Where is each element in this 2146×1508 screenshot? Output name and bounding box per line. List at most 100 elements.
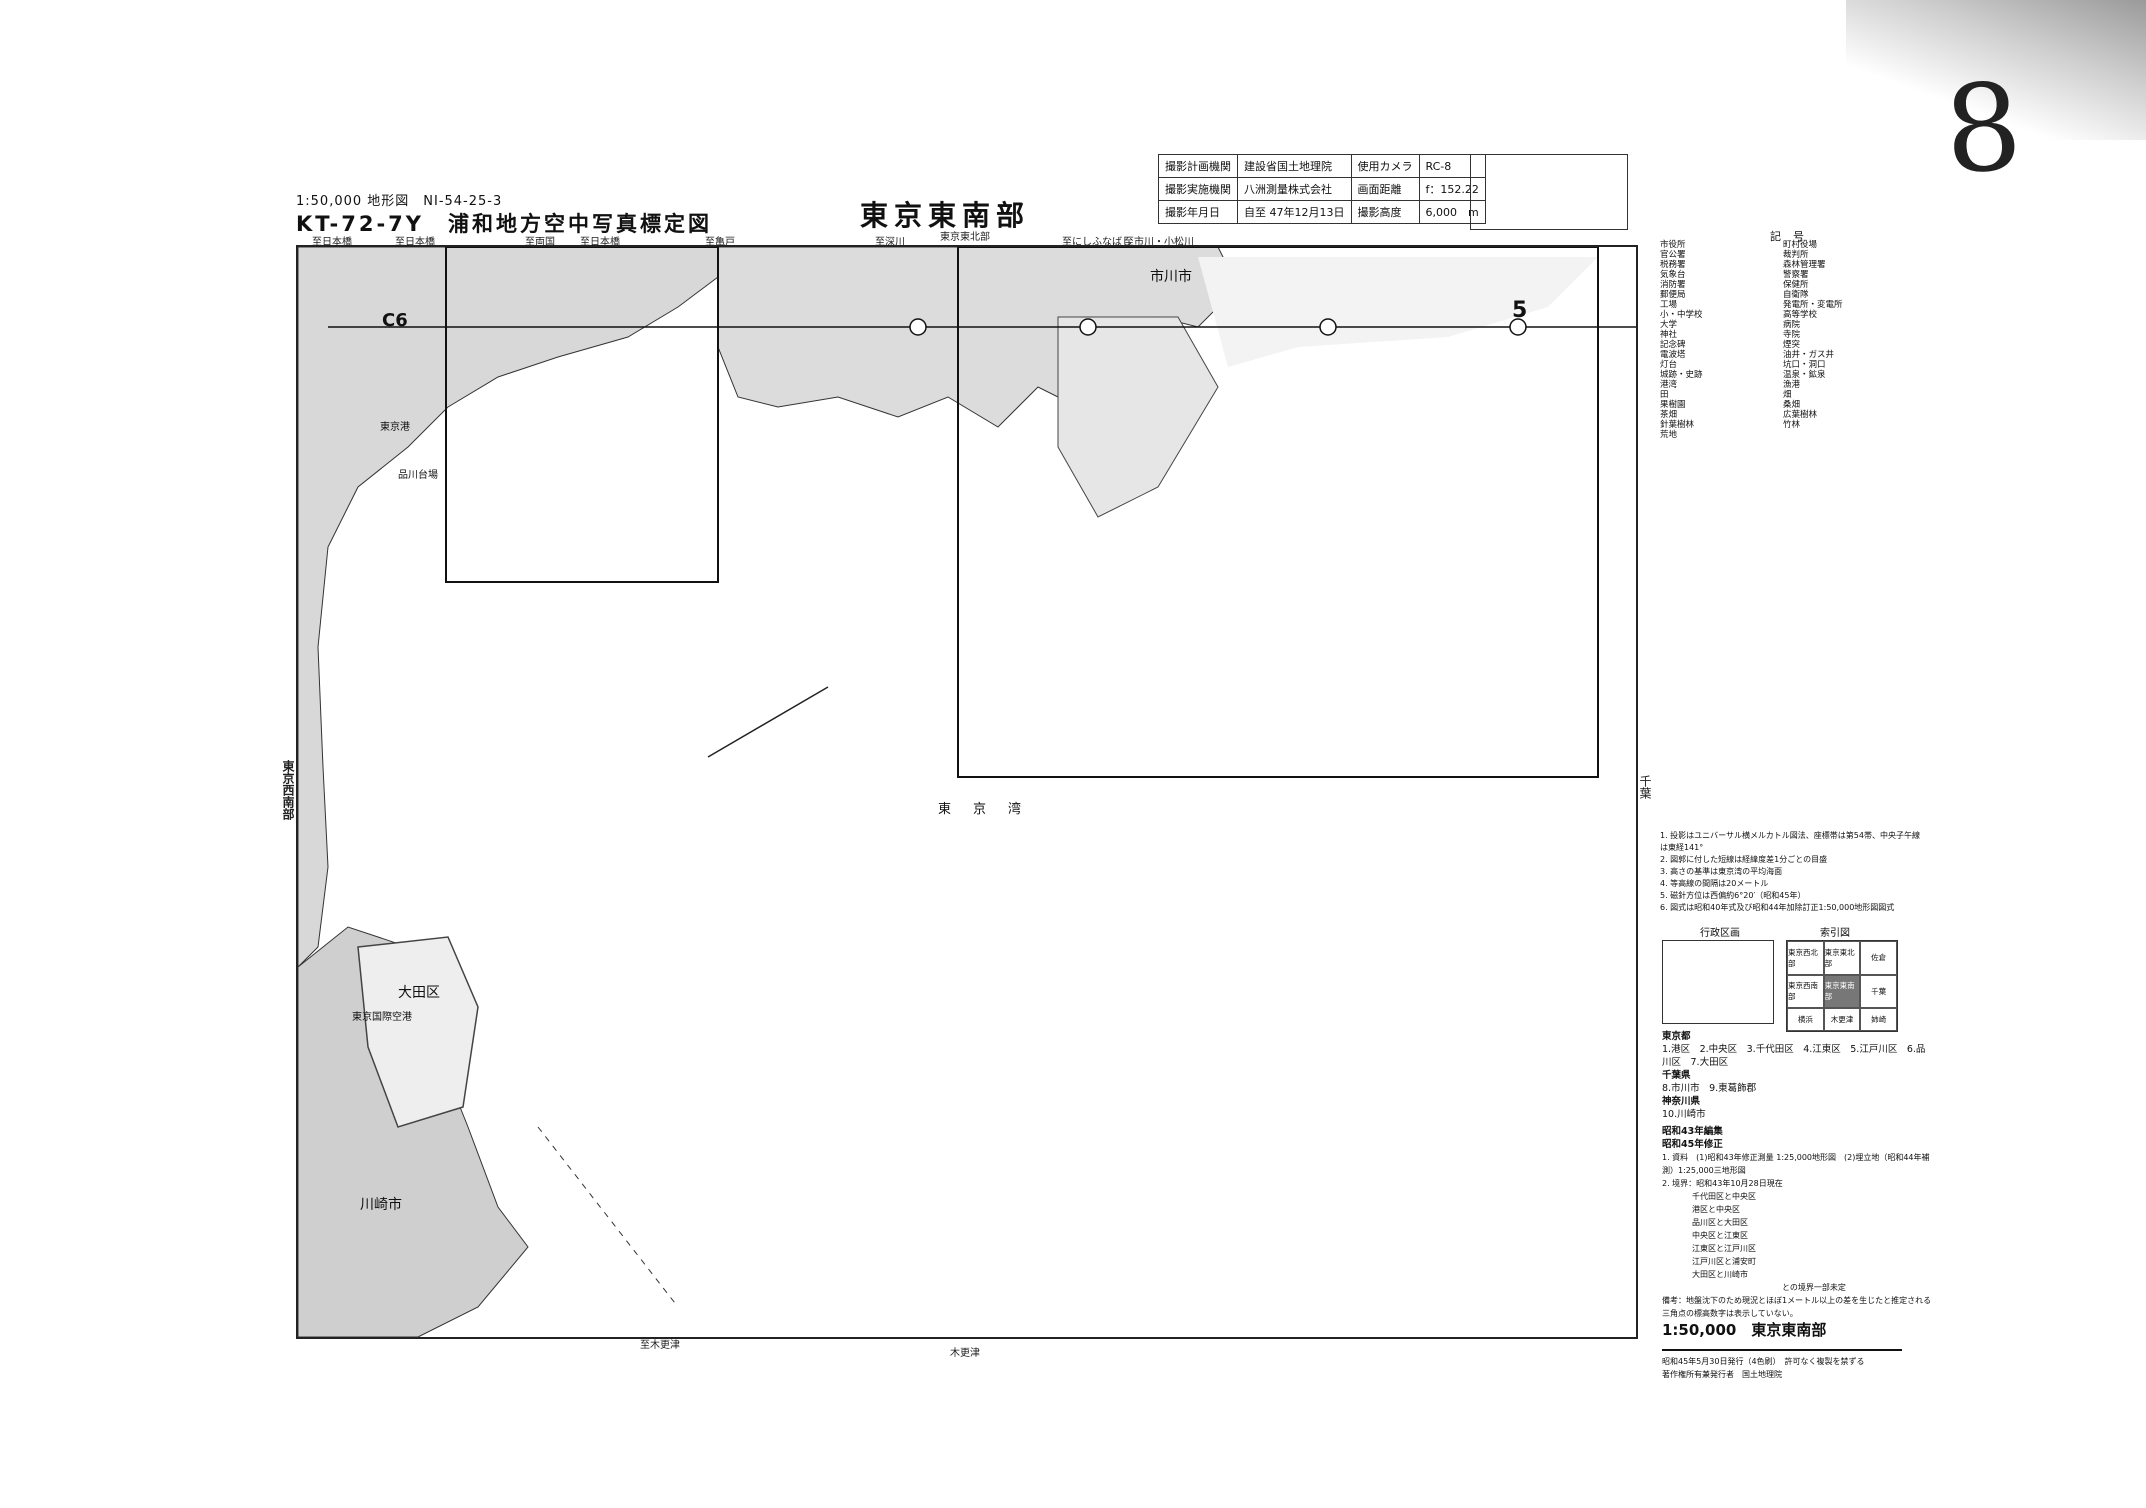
map-canvas bbox=[297, 246, 1636, 1338]
legend-item: 消防署 bbox=[1660, 280, 1686, 290]
legend-item: 保健所 bbox=[1783, 280, 1809, 290]
legend-item: 森林管理署 bbox=[1783, 260, 1826, 270]
photo-number: 5 bbox=[1512, 298, 1528, 323]
photo-center-point bbox=[1509, 318, 1527, 336]
boundary-item: 大田区と川崎市 bbox=[1692, 1270, 1748, 1279]
boundary-note: との境界一部未定 bbox=[1782, 1283, 1846, 1292]
pref-kanagawa: 神奈川県 bbox=[1662, 1096, 1701, 1107]
legend-item: 警察署 bbox=[1783, 270, 1809, 280]
legend-item: 針葉樹林 bbox=[1660, 420, 1695, 430]
scan-shadow bbox=[1846, 0, 2146, 140]
legend-item: 坑口・洞口 bbox=[1783, 360, 1826, 370]
place-tokyo-port: 東京港 bbox=[380, 422, 410, 433]
legend-item: 温泉・鉱泉 bbox=[1783, 370, 1826, 380]
photo-center-point bbox=[1079, 318, 1097, 336]
reclaimed-land bbox=[1057, 316, 1219, 518]
date-value: 自至 47年12月13日 bbox=[1237, 200, 1352, 224]
legend-item: 油井・ガス井 bbox=[1783, 350, 1835, 360]
legend-item: 荒地 bbox=[1660, 430, 1678, 440]
photo-center-point bbox=[909, 318, 927, 336]
index-cell: 佐倉 bbox=[1860, 941, 1897, 975]
airport-area bbox=[357, 936, 479, 1128]
sheet-number: 8 bbox=[1940, 57, 2027, 202]
admin-list: 東京都 1.港区 2.中央区 3.千代田区 4.江東区 5.江戸川区 6.品川区… bbox=[1662, 1030, 1932, 1381]
focal-label: 画面距離 bbox=[1350, 177, 1420, 201]
index-cell: 木更津 bbox=[1823, 1008, 1861, 1031]
tokyo-wards: 1.港区 2.中央区 3.千代田区 4.江東区 5.江戸川区 6.品川区 7.大… bbox=[1662, 1044, 1926, 1068]
bay-label: 東京湾 bbox=[938, 802, 1044, 817]
index-cell: 東京東北部 bbox=[1823, 941, 1861, 975]
boundary-item: 江東区と江戸川区 bbox=[1692, 1244, 1756, 1253]
note-line: 3. 高さの基準は東京湾の平均海面 bbox=[1660, 867, 1783, 876]
legend-item: 漁港 bbox=[1783, 380, 1801, 390]
kanagawa-cities: 10.川崎市 bbox=[1662, 1109, 1706, 1120]
legend-item: 田 bbox=[1660, 390, 1669, 400]
note-line: 1. 投影はユニバーサル横メルカトル図法、座標帯は第54帯、中央子午線は東経14… bbox=[1660, 831, 1920, 852]
place-haneda: 東京国際空港 bbox=[352, 1012, 412, 1023]
legend-item: 電波塔 bbox=[1660, 350, 1686, 360]
legend-item: 畑 bbox=[1783, 390, 1792, 400]
legend-item: 神社 bbox=[1660, 330, 1678, 340]
note-line: 6. 図式は昭和40年式及び昭和44年加除訂正1:50,000地形図図式 bbox=[1660, 903, 1895, 912]
legend-item: 裁判所 bbox=[1783, 250, 1809, 260]
photo-center-point bbox=[1319, 318, 1337, 336]
pref-tokyo: 東京都 bbox=[1662, 1031, 1691, 1042]
note-line: 2. 図郭に付した短線は経緯度差1分ごとの目盛 bbox=[1660, 855, 1828, 864]
exec-value: 八洲測量株式会社 bbox=[1237, 177, 1352, 201]
legend-item: 寺院 bbox=[1783, 330, 1801, 340]
photo-frame-1 bbox=[445, 246, 719, 583]
map-frame bbox=[296, 245, 1638, 1339]
legend-item: 気象台 bbox=[1660, 270, 1686, 280]
legend-item: 煙突 bbox=[1783, 340, 1801, 350]
legend-item: 町村役場 bbox=[1783, 240, 1818, 250]
edge-label: 至日本橋 bbox=[312, 237, 352, 248]
legend-item: 大学 bbox=[1660, 320, 1678, 330]
altitude-value: 6,000 m bbox=[1418, 200, 1486, 224]
scale-bar bbox=[1662, 1341, 1902, 1351]
source: 1. 資料 (1)昭和43年修正測量 1:25,000地形図 (2)埋立地（昭和… bbox=[1662, 1153, 1930, 1175]
legend-item: 灯台 bbox=[1660, 360, 1678, 370]
plan-value: 建設省国土地理院 bbox=[1237, 154, 1352, 178]
index-title: 索引図 bbox=[1820, 928, 1850, 939]
legend-item: 茶畑 bbox=[1660, 410, 1678, 420]
boundary-item: 千代田区と中央区 bbox=[1692, 1192, 1756, 1201]
south-neighbor: 木更津 bbox=[950, 1348, 980, 1359]
legend-item: 郵便局 bbox=[1660, 290, 1686, 300]
notes: 1. 投影はユニバーサル横メルカトル図法、座標帯は第54帯、中央子午線は東経14… bbox=[1660, 830, 1920, 914]
legend-item: 発電所・変電所 bbox=[1783, 300, 1843, 310]
note-line: 4. 等高線の間隔は20メートル bbox=[1660, 879, 1769, 888]
west-neighbor: 東京西南部 bbox=[281, 760, 295, 820]
edge-label: 至木更津 bbox=[640, 1340, 680, 1351]
legend-item: 果樹園 bbox=[1660, 400, 1686, 410]
index-cell: 姉崎 bbox=[1860, 1008, 1897, 1031]
date-label: 撮影年月日 bbox=[1158, 200, 1238, 224]
plan-label: 撮影計画機関 bbox=[1158, 154, 1238, 178]
index-cell: 東京西南部 bbox=[1787, 974, 1824, 1009]
index-grid: 東京西北部東京東北部佐倉東京西南部東京東南部千葉横浜木更津姉崎 bbox=[1786, 940, 1898, 1032]
legend-item: 自衛隊 bbox=[1783, 290, 1809, 300]
place-kawasaki: 川崎市 bbox=[360, 1197, 402, 1213]
series-label: 1:50,000 地形図 NI-54-25-3 bbox=[296, 194, 503, 209]
revised: 昭和45年修正 bbox=[1662, 1139, 1723, 1150]
legend-item: 竹林 bbox=[1783, 420, 1801, 430]
place-ichikawa: 市川市 bbox=[1150, 269, 1192, 285]
index-cell: 東京西北部 bbox=[1787, 941, 1824, 975]
place-ota: 大田区 bbox=[398, 985, 440, 1001]
edge-label: 至亀戸 bbox=[705, 237, 735, 248]
publish-info: 昭和45年5月30日発行（4色刷） 許可なく複製を禁ずる bbox=[1662, 1357, 1865, 1366]
legend-item: 病院 bbox=[1783, 320, 1801, 330]
edge-label: 至にしふなばし bbox=[1062, 237, 1132, 248]
legend-item: 桑畑 bbox=[1783, 400, 1801, 410]
legend-item: 広葉樹林 bbox=[1783, 410, 1818, 420]
index-cell: 東京東南部 bbox=[1823, 974, 1861, 1009]
legend-item: 税務署 bbox=[1660, 260, 1686, 270]
legend-item: 工場 bbox=[1660, 300, 1678, 310]
index-map-title: KT-72-7Y 浦和地方空中写真標定図 bbox=[296, 212, 712, 236]
flight-info-table: 撮影計画機関 建設省国土地理院 使用カメラ RC-8 撮影実施機関 八洲測量株式… bbox=[1158, 154, 1486, 224]
channel-line bbox=[707, 686, 829, 758]
boundary: 2. 境界：昭和43年10月28日現在 bbox=[1662, 1179, 1783, 1188]
pref-chiba: 千葉県 bbox=[1662, 1070, 1691, 1081]
note-line: 5. 磁針方位は西偏約6°20′（昭和45年） bbox=[1660, 891, 1806, 900]
publisher: 著作権所有兼発行者 国土地理院 bbox=[1662, 1370, 1782, 1379]
sheet-title: 東京東南部 bbox=[860, 199, 1031, 232]
